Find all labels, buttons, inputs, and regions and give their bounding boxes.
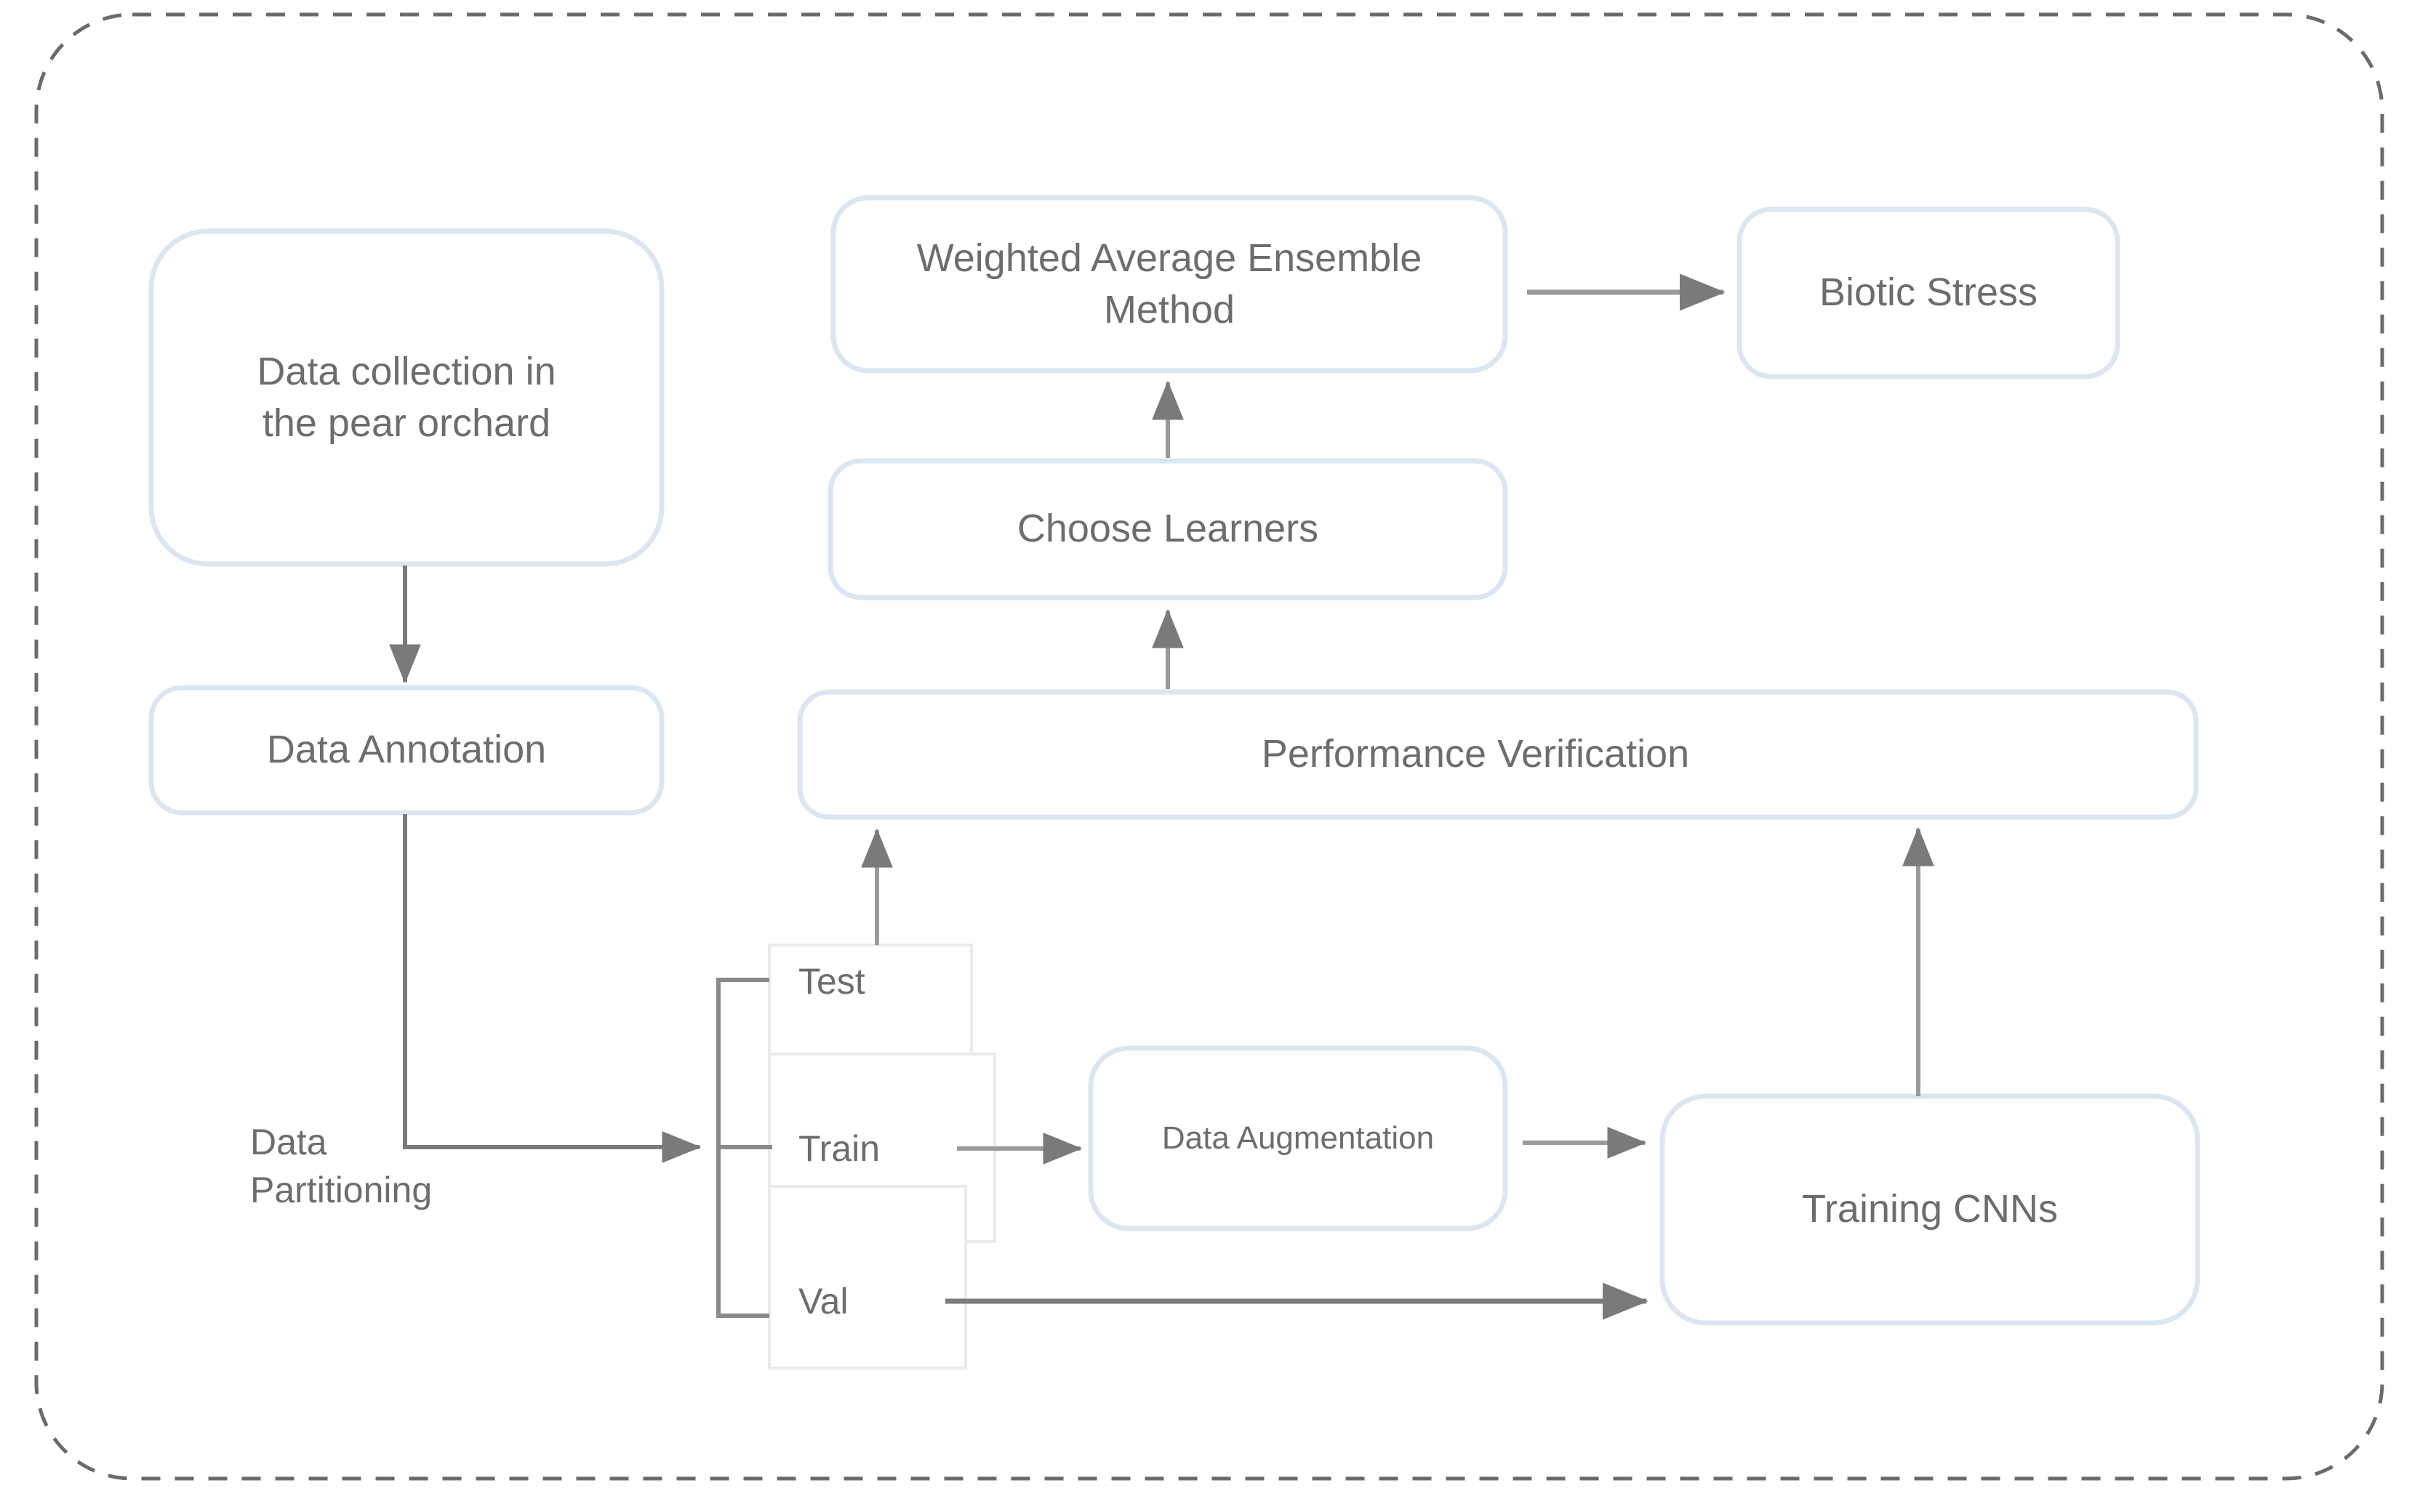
node-biotic-stress[interactable] (1736, 206, 2120, 379)
node-training-cnns[interactable] (1659, 1093, 2200, 1326)
dashed-container (34, 12, 2384, 1481)
node-performance-verification[interactable] (797, 689, 2199, 820)
node-split-val[interactable] (768, 1185, 967, 1370)
edge-annotation-to-split (403, 814, 702, 1163)
node-choose-learners[interactable] (828, 458, 1508, 600)
node-weighted-average-ensemble[interactable] (830, 195, 1508, 374)
node-data-augmentation[interactable] (1088, 1045, 1508, 1231)
node-data-annotation[interactable] (148, 685, 665, 816)
node-data-collection[interactable] (148, 228, 665, 567)
